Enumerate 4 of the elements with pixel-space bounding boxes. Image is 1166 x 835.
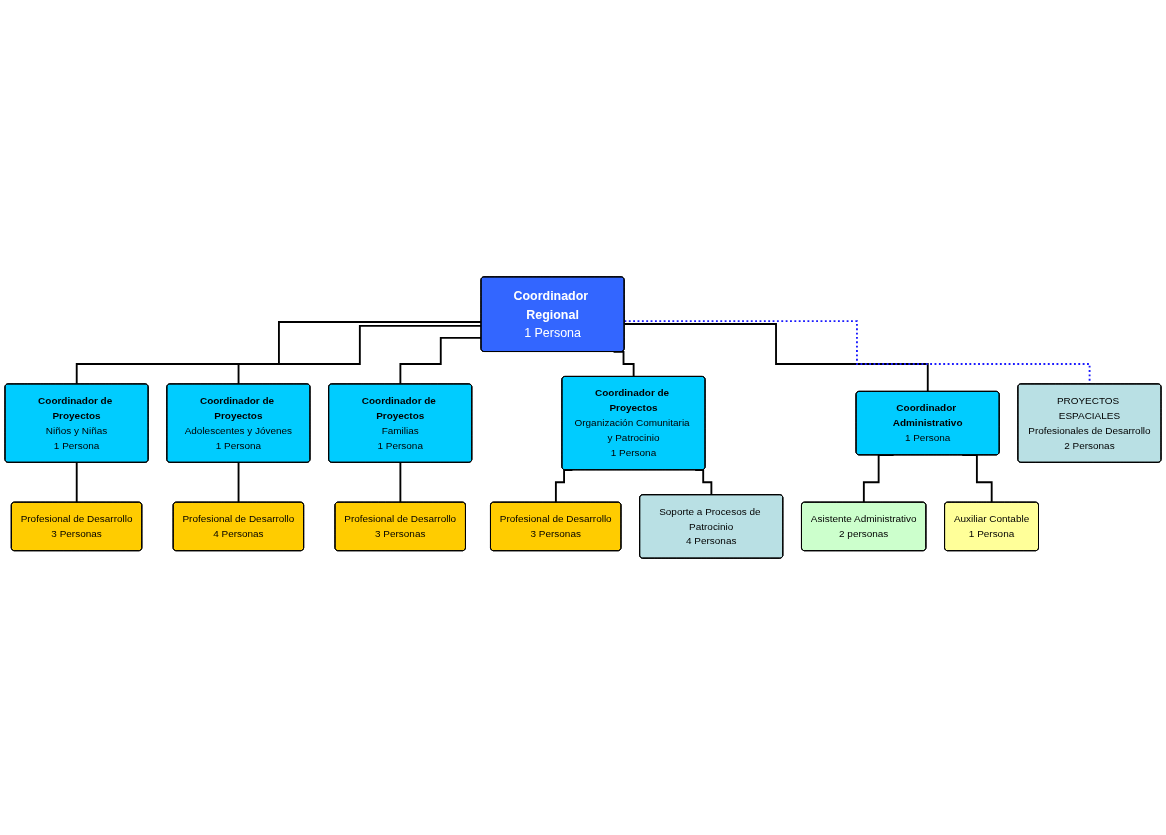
connector xyxy=(623,323,929,393)
connector xyxy=(237,461,240,504)
connector xyxy=(75,461,78,504)
connector xyxy=(399,461,402,504)
